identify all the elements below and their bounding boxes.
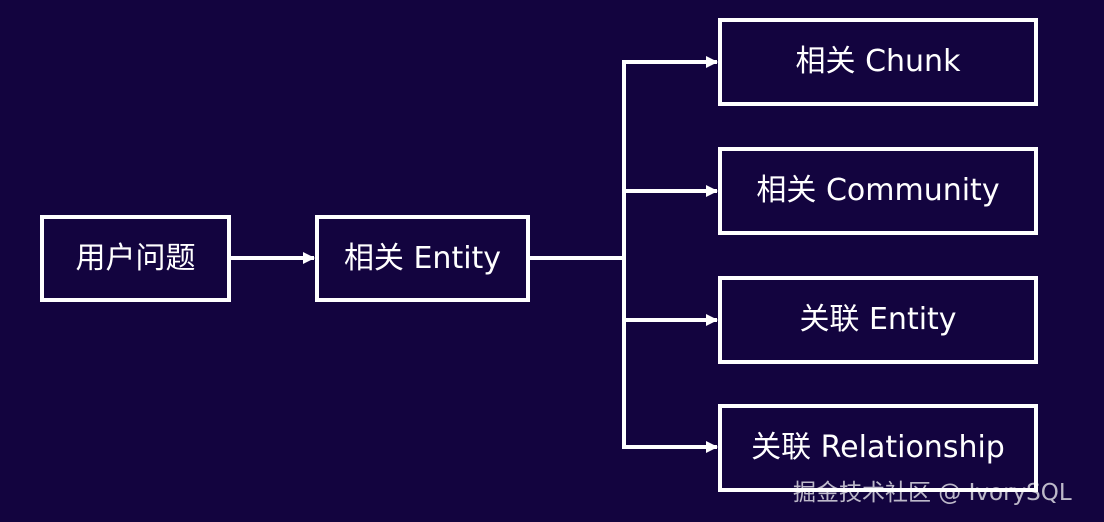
- node-related-entity-label: 相关 Entity: [343, 240, 502, 276]
- watermark-text: 掘金技术社区 @ IvorySQL: [793, 480, 1072, 506]
- node-associated-entity: 关联 Entity: [718, 276, 1038, 364]
- node-user-question-label: 用户问题: [75, 240, 196, 276]
- node-user-question: 用户问题: [40, 215, 231, 302]
- node-related-chunk-label: 相关 Chunk: [795, 44, 961, 79]
- node-related-community-label: 相关 Community: [756, 173, 1000, 208]
- node-related-chunk: 相关 Chunk: [718, 18, 1038, 106]
- node-associated-relationship-label: 关联 Relationship: [751, 430, 1005, 465]
- node-associated-entity-label: 关联 Entity: [799, 302, 957, 337]
- node-related-entity: 相关 Entity: [315, 215, 530, 302]
- node-related-community: 相关 Community: [718, 147, 1038, 235]
- node-associated-relationship: 关联 Relationship: [718, 404, 1038, 492]
